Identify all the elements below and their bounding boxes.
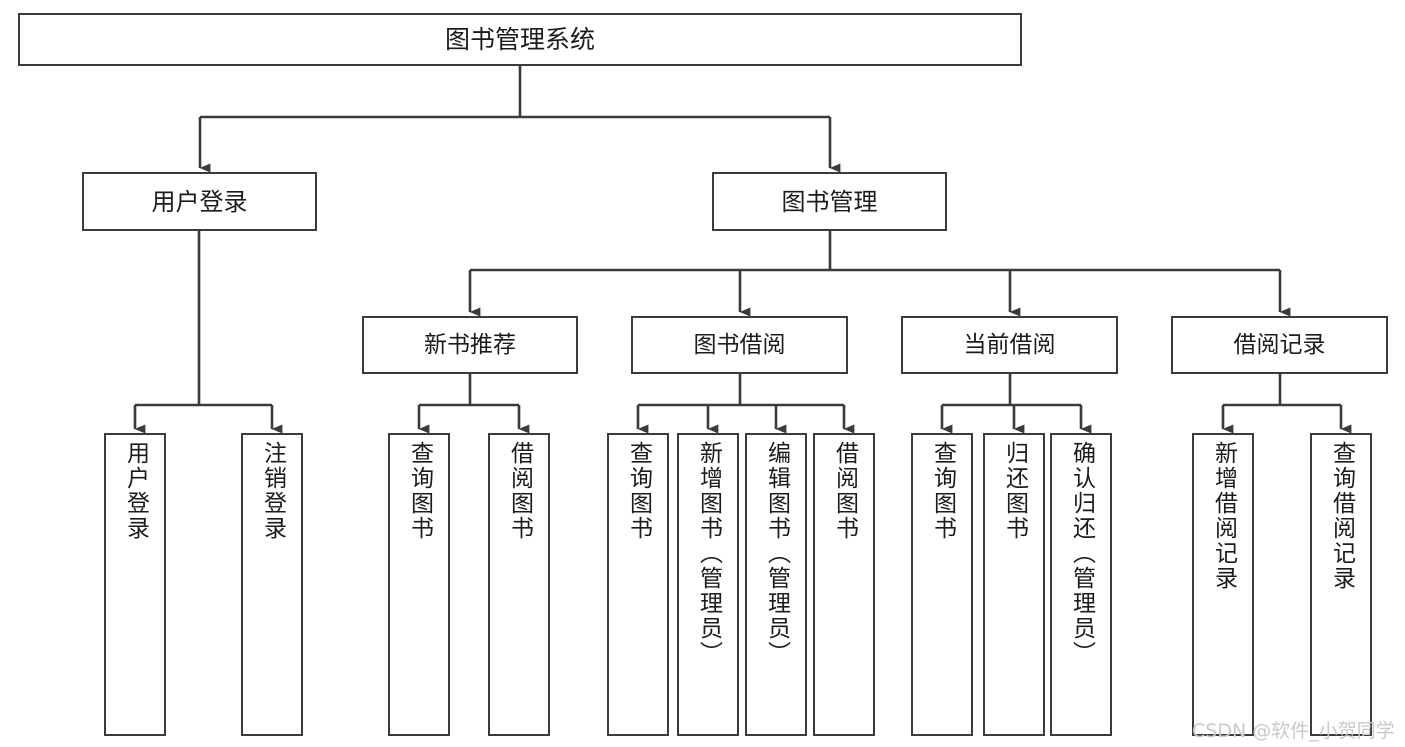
node-book-borrow[interactable]: 图书借阅 bbox=[631, 316, 848, 374]
edge-group-new-book-rec bbox=[417, 374, 530, 434]
leaf-edit-book[interactable]: 编辑图书（管理员） bbox=[745, 433, 807, 736]
node-user-login-label: 用户登录 bbox=[151, 187, 248, 216]
leaf-query-borrow-record-label: 查询借阅记录 bbox=[1328, 441, 1355, 591]
leaf-query-book-1[interactable]: 查询图书 bbox=[388, 433, 450, 736]
node-root-label: 图书管理系统 bbox=[444, 25, 595, 54]
node-book-manage-label: 图书管理 bbox=[781, 187, 878, 216]
leaf-query-book-1-label: 查询图书 bbox=[406, 441, 433, 541]
leaf-add-borrow-record-label: 新增借阅记录 bbox=[1210, 441, 1237, 591]
leaf-query-borrow-record[interactable]: 查询借阅记录 bbox=[1310, 433, 1372, 736]
leaf-query-book-3-label: 查询图书 bbox=[929, 441, 956, 541]
leaf-query-book-2-label: 查询图书 bbox=[625, 441, 652, 541]
leaf-confirm-return[interactable]: 确认归还（管理员） bbox=[1050, 433, 1112, 736]
node-user-login[interactable]: 用户登录 bbox=[82, 172, 317, 231]
leaf-add-book[interactable]: 新增图书（管理员） bbox=[677, 433, 739, 736]
leaf-edit-book-label: 编辑图书（管理员） bbox=[763, 441, 790, 666]
node-book-borrow-label: 图书借阅 bbox=[693, 331, 786, 358]
leaf-user-login[interactable]: 用户登录 bbox=[104, 433, 166, 736]
edge-group-borrow-record bbox=[1221, 374, 1352, 434]
leaf-user-login-label: 用户登录 bbox=[122, 441, 149, 541]
edge-group-book-borrow bbox=[636, 374, 855, 434]
edge-group-current-borrow bbox=[940, 374, 1092, 434]
leaf-query-book-2[interactable]: 查询图书 bbox=[607, 433, 669, 736]
leaf-logout-label: 注销登录 bbox=[259, 441, 286, 541]
edge-group-book-manage bbox=[468, 231, 1291, 317]
leaf-borrow-book-1[interactable]: 借阅图书 bbox=[488, 433, 550, 736]
node-new-book-recommend[interactable]: 新书推荐 bbox=[362, 316, 578, 374]
node-root[interactable]: 图书管理系统 bbox=[18, 13, 1022, 66]
node-book-manage[interactable]: 图书管理 bbox=[712, 172, 947, 231]
leaf-borrow-book-2-label: 借阅图书 bbox=[831, 441, 858, 541]
leaf-add-book-label: 新增图书（管理员） bbox=[695, 441, 722, 666]
leaf-return-book-label: 归还图书 bbox=[1001, 441, 1028, 541]
leaf-logout[interactable]: 注销登录 bbox=[241, 433, 303, 736]
node-borrow-record-label: 借阅记录 bbox=[1233, 331, 1326, 358]
leaf-borrow-book-2[interactable]: 借阅图书 bbox=[813, 433, 875, 736]
leaf-borrow-book-1-label: 借阅图书 bbox=[506, 441, 533, 541]
edge-group-user-login bbox=[133, 231, 283, 434]
node-new-book-recommend-label: 新书推荐 bbox=[424, 331, 516, 358]
edge-group-root bbox=[198, 66, 841, 173]
leaf-query-book-3[interactable]: 查询图书 bbox=[911, 433, 973, 736]
node-borrow-record[interactable]: 借阅记录 bbox=[1171, 316, 1388, 374]
node-current-borrow[interactable]: 当前借阅 bbox=[901, 316, 1118, 374]
leaf-return-book[interactable]: 归还图书 bbox=[983, 433, 1045, 736]
node-current-borrow-label: 当前借阅 bbox=[963, 331, 1056, 358]
leaf-add-borrow-record[interactable]: 新增借阅记录 bbox=[1192, 433, 1254, 736]
leaf-confirm-return-label: 确认归还（管理员） bbox=[1068, 441, 1095, 666]
